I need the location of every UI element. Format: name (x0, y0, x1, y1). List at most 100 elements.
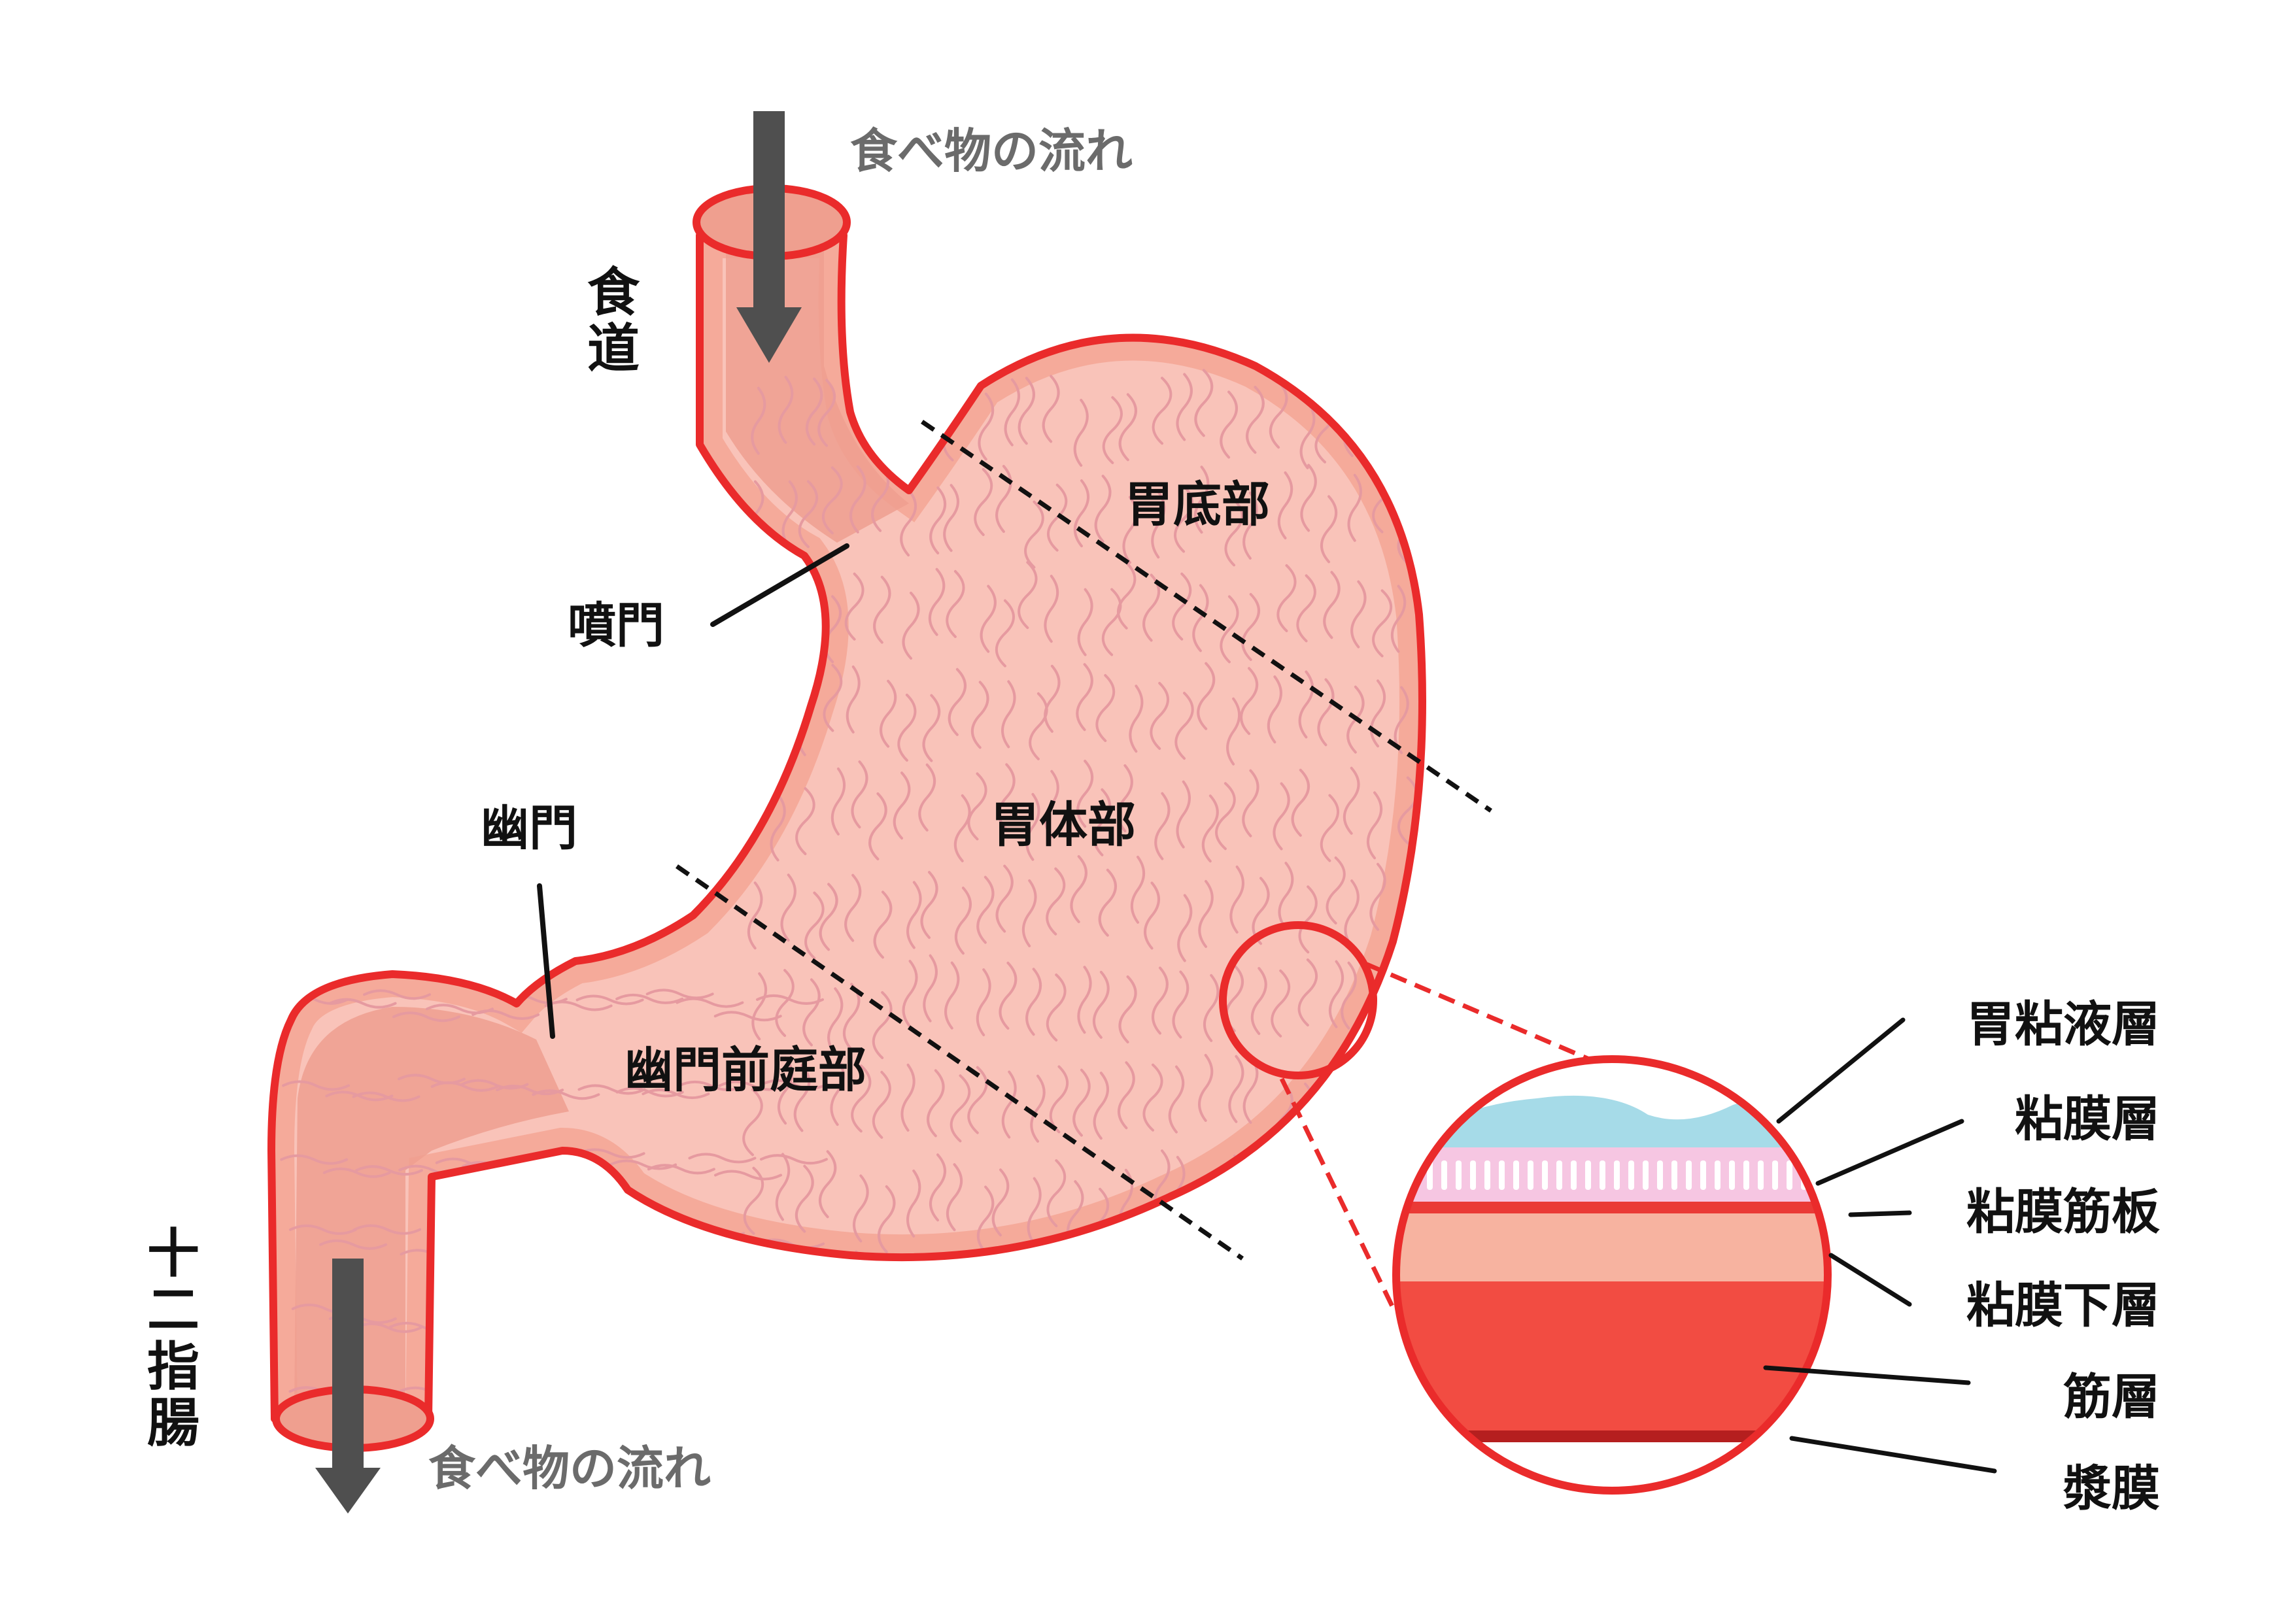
fold-line (777, 1057, 794, 1125)
fold-line (502, 1404, 570, 1415)
fold-line (897, 1255, 916, 1323)
fold-line (1151, 490, 1166, 559)
fold-line (1353, 1068, 1369, 1137)
fold-line (872, 1070, 891, 1139)
fold-line (759, 1154, 828, 1165)
fold-line (830, 1058, 845, 1126)
fold-line (967, 772, 987, 841)
fold-line (879, 1272, 899, 1341)
fold-line (775, 1153, 791, 1221)
fold-line (392, 1011, 461, 1023)
layer-label-mucus: 胃粘液層 (1966, 996, 2160, 1053)
zoom-connector (1279, 1077, 1395, 1309)
fold-line (798, 480, 818, 549)
fold-line (538, 1309, 607, 1320)
layer-label-submucosa: 粘膜下層 (1966, 1277, 2160, 1334)
fold-line (615, 993, 684, 1004)
fold-line (1250, 967, 1267, 1036)
fold-line (1323, 571, 1341, 639)
fold-line (1044, 575, 1059, 643)
fold-line (853, 1174, 869, 1243)
fold-line (1093, 1257, 1114, 1325)
fold-line (1414, 1051, 1422, 1120)
fold-line (980, 584, 997, 653)
fold-line (1427, 788, 1440, 854)
fold-line (1077, 966, 1092, 1034)
fold-line (1275, 1272, 1297, 1341)
fold-line (1044, 770, 1059, 838)
mucosa-leader (1815, 1119, 1964, 1186)
fold-line (470, 1308, 539, 1319)
fold-line (1070, 855, 1087, 923)
fold-line (721, 1324, 789, 1335)
fold-line (322, 1167, 391, 1178)
fold-line (1220, 390, 1238, 459)
fold-line (943, 484, 959, 552)
fold-line (944, 961, 960, 1030)
fold-line (647, 1164, 715, 1175)
fold-line (948, 668, 967, 736)
fold-line (1174, 692, 1194, 760)
villus (1484, 1160, 1490, 1190)
fold-line (1245, 1160, 1263, 1228)
layer-mucosa (1396, 1147, 1828, 1203)
fold-line (921, 1262, 936, 1331)
fold-line (760, 1079, 829, 1090)
fold-line (1072, 1068, 1091, 1137)
fold-line (1242, 769, 1259, 837)
fold-line (506, 1238, 575, 1249)
fold-line (543, 1399, 611, 1410)
fold-line (1122, 1275, 1142, 1344)
fold-line (1198, 879, 1214, 948)
fold-line (1341, 961, 1357, 1030)
fold-line (1293, 1275, 1312, 1344)
fold-line (929, 1153, 947, 1222)
fold-line (747, 881, 763, 950)
fold-line (967, 1066, 988, 1134)
fold-line (1174, 484, 1193, 553)
fold-line (900, 1063, 916, 1132)
flow-label-bottom: 食べ物の流れ (428, 1441, 711, 1496)
fold-line (997, 763, 1016, 832)
fold-line (1004, 378, 1020, 447)
fold-line (1252, 877, 1270, 945)
muscle-leader (1763, 1365, 1971, 1385)
fold-line (1130, 855, 1146, 924)
fold-line (1076, 663, 1093, 732)
fold-line (1030, 1074, 1046, 1143)
fold-line (974, 467, 993, 536)
fold-line (645, 989, 714, 1000)
fold-line (995, 599, 1015, 668)
fold-line (993, 1272, 1008, 1340)
arrow-down-icon (736, 111, 802, 363)
fold-line (1093, 1072, 1109, 1140)
fold-line (1117, 561, 1137, 630)
fold-line (923, 954, 938, 1023)
villus (1758, 1160, 1764, 1190)
fold-line (804, 891, 825, 960)
stomach-outline (267, 231, 1426, 1423)
fold-line (1095, 674, 1116, 743)
fold-line (1176, 373, 1193, 441)
fold-line (953, 794, 971, 862)
fold-line (1278, 862, 1294, 930)
fold-line (543, 1165, 612, 1176)
fold-line (773, 1274, 792, 1342)
wall-layer-cross-section (1396, 1059, 1828, 1491)
fold-line (846, 1250, 866, 1319)
fold-line (978, 392, 995, 461)
fold-line (1076, 760, 1094, 828)
fold-line (1116, 764, 1133, 832)
fold-line (1351, 1266, 1372, 1334)
fold-line (1142, 1063, 1163, 1132)
fold-line (575, 994, 644, 1006)
fold-line (724, 1387, 793, 1398)
fold-line (976, 875, 995, 944)
fold-line (650, 1388, 719, 1399)
fold-line (1416, 394, 1422, 463)
fold-line (1177, 894, 1193, 962)
fold-line (829, 1280, 846, 1349)
fold-line (1144, 881, 1160, 950)
fold-line (1267, 675, 1282, 744)
